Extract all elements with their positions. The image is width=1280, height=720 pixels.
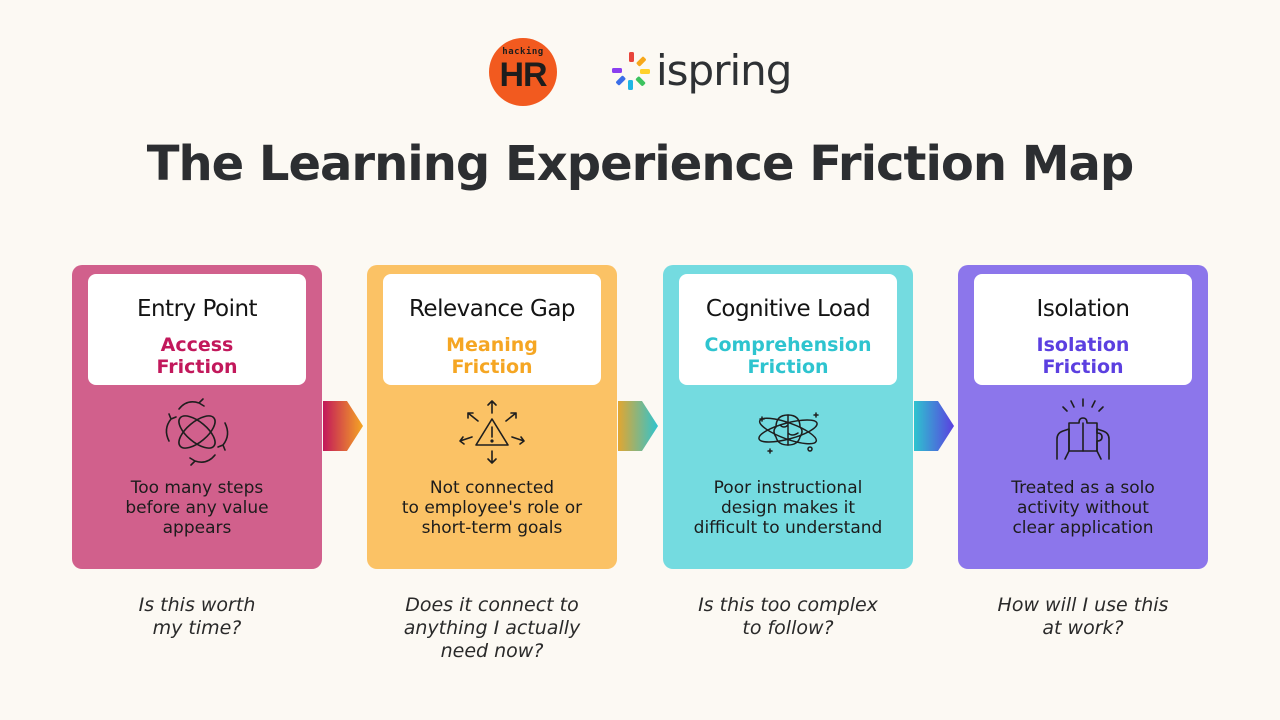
friction-card-entry-point: Entry Point Access Friction Too many ste… (72, 265, 322, 569)
card-description-line: before any value (125, 498, 269, 518)
card-description-line: activity without (1017, 498, 1149, 518)
card-title: Isolation (1036, 296, 1130, 322)
card-subtitle-line: Friction (156, 356, 238, 378)
hacking-hr-logo-small-text: hacking (502, 47, 544, 57)
card-question-line: anything I actually (403, 617, 581, 639)
card-subtitle: Comprehension Friction (685, 334, 891, 378)
friction-card-cognitive-load: Cognitive Load Comprehension Friction Po… (663, 265, 913, 569)
card-header: Entry Point Access Friction (88, 274, 306, 385)
card-subtitle-line: Friction (747, 356, 829, 378)
card-subtitle-line: Meaning (446, 334, 538, 356)
friction-card-relevance-gap: Relevance Gap Meaning Friction Not conne… (367, 265, 617, 569)
card-question-line: Is this worth (138, 594, 256, 616)
card-description-line: clear application (1012, 518, 1154, 538)
card-description-line: appears (162, 518, 232, 538)
card-question-line: need now? (440, 640, 544, 662)
card-header: Isolation Isolation Friction (974, 274, 1192, 385)
flow-arrow-icon (618, 401, 658, 451)
card-question: Does it connect to anything I actually n… (367, 594, 617, 663)
card-header: Relevance Gap Meaning Friction (383, 274, 601, 385)
warning-burst-icon (459, 400, 525, 464)
card-description-line: Too many steps (130, 478, 264, 498)
card-subtitle-line: Access (160, 334, 234, 356)
card-description-line: Treated as a solo (1011, 478, 1155, 498)
card-question-line: How will I use this (997, 594, 1169, 616)
ispring-wordmark: ispring (656, 46, 792, 95)
puzzle-hands-icon (1056, 398, 1110, 460)
page-title: The Learning Experience Friction Map (146, 136, 1135, 192)
card-description: Not connected to employee's role or shor… (377, 478, 607, 538)
card-description-line: Not connected (429, 478, 555, 498)
hacking-hr-logo-big-text: HR (499, 56, 547, 94)
card-subtitle: Meaning Friction (389, 334, 595, 378)
card-title: Cognitive Load (705, 296, 871, 322)
card-question-line: Is this too complex (698, 594, 878, 616)
card-description-line: design makes it (720, 498, 856, 518)
logo-bar: hacking HR ispring (0, 38, 1280, 108)
tangled-brain-icon (758, 412, 819, 454)
card-subtitle-line: Isolation (1036, 334, 1130, 356)
card-question-line: my time? (152, 617, 242, 639)
card-question: Is this too complex to follow? (663, 594, 913, 640)
card-subtitle-line: Comprehension (704, 334, 872, 356)
card-title: Relevance Gap (408, 296, 576, 322)
card-title: Entry Point (136, 296, 258, 322)
card-question: Is this worth my time? (72, 594, 322, 640)
card-question-line: at work? (1042, 617, 1124, 639)
flow-arrow-icon (323, 401, 363, 451)
card-subtitle-line: Friction (1042, 356, 1124, 378)
card-description-line: Poor instructional (713, 478, 863, 498)
card-description: Poor instructional design makes it diffi… (673, 478, 903, 538)
card-description-line: short-term goals (421, 518, 563, 538)
card-subtitle-line: Friction (451, 356, 533, 378)
cycle-arrows-icon (165, 398, 229, 466)
card-question-line: Does it connect to (405, 594, 579, 616)
card-question: How will I use this at work? (958, 594, 1208, 640)
card-question-line: to follow? (742, 617, 834, 639)
ispring-mark-icon (612, 52, 650, 90)
friction-card-isolation: Isolation Isolation Friction Treated as … (958, 265, 1208, 569)
card-description: Too many steps before any value appears (82, 478, 312, 538)
card-description-line: to employee's role or (401, 498, 583, 518)
card-description-line: difficult to understand (693, 518, 883, 538)
card-subtitle: Access Friction (94, 334, 300, 378)
hacking-hr-logo: hacking HR (489, 38, 557, 106)
card-header: Cognitive Load Comprehension Friction (679, 274, 897, 385)
flow-arrow-icon (914, 401, 954, 451)
card-description: Treated as a solo activity without clear… (968, 478, 1198, 538)
card-subtitle: Isolation Friction (980, 334, 1186, 378)
